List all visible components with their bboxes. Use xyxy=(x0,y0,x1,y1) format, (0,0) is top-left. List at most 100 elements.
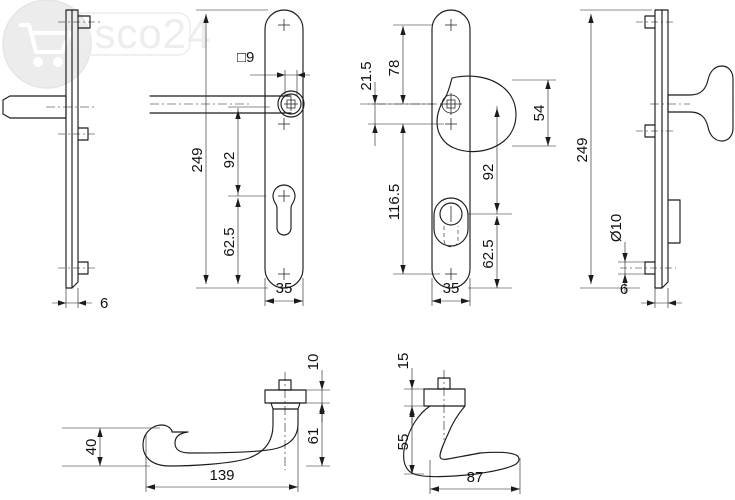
view-lever-backplate-front: □9 249 92 62.5 35 xyxy=(149,9,310,306)
arrow-35-mid-a xyxy=(432,298,441,304)
lever-rose-base xyxy=(264,389,307,404)
arrow-15-a xyxy=(409,380,415,389)
dim-label-249-left: 249 xyxy=(189,147,206,172)
lever-arm-lower-profile xyxy=(142,408,274,467)
dim-label-62-5-mid: 62.5 xyxy=(480,239,497,268)
dim-label-35-left: 35 xyxy=(276,280,293,297)
knob-profile-side xyxy=(667,65,734,142)
arrow-35-b xyxy=(294,298,303,304)
arrow-40-top xyxy=(97,428,103,437)
arrow-87-a xyxy=(430,486,439,492)
arrow-54-bottom xyxy=(545,137,551,146)
spindle-hub xyxy=(277,90,305,118)
knob-spindle-hub xyxy=(440,93,462,115)
dim-label-92-mid: 92 xyxy=(480,164,497,181)
arrow-249r-top xyxy=(588,14,594,23)
knob-body-inner-profile xyxy=(439,405,481,460)
dim-label-dia10: Ø10 xyxy=(608,214,625,242)
view-lever-side-profile: 6 xyxy=(2,9,108,312)
knob-backplate-side-body xyxy=(654,9,669,289)
view-lever-handle-profile: 10 61 40 139 xyxy=(62,354,330,492)
dim-label-78: 78 xyxy=(386,60,403,77)
knob-screw-cross-marks xyxy=(445,19,457,280)
arrow-62-5-top xyxy=(235,198,241,207)
dim-label-116-5: 116.5 xyxy=(386,184,403,220)
cylinder-protrusion xyxy=(667,199,681,244)
arrow-62-5-mid-bottom xyxy=(494,279,500,288)
knob-backplate-outline xyxy=(431,9,471,289)
arrow-92-top xyxy=(235,110,241,119)
lever-arm-side xyxy=(2,95,67,119)
arrow-62-5-bottom xyxy=(235,275,241,284)
dim-label-54: 54 xyxy=(531,105,548,122)
arrow-sq9-a xyxy=(277,72,285,78)
arrow-21-5-b xyxy=(372,124,378,133)
dim-label-62-5-left: 62.5 xyxy=(221,227,238,256)
cylinder-rosette xyxy=(433,197,469,248)
watermark-plate xyxy=(67,12,191,56)
knob-shape xyxy=(436,75,517,153)
knob-screw-boss-mid xyxy=(644,124,656,138)
arrow-87-b xyxy=(511,486,520,492)
knob-body-outer-profile xyxy=(403,405,520,478)
arrow-139-b xyxy=(289,484,298,490)
arrow-55-top xyxy=(409,408,415,417)
watermark-text: esco24 xyxy=(70,10,211,57)
arrow-40-bottom xyxy=(97,457,103,466)
dim-label-10-lever: 10 xyxy=(305,354,322,371)
arrow-6-left-a xyxy=(58,300,66,306)
watermark-circle-ring xyxy=(2,0,92,89)
arrow-61-top xyxy=(319,405,325,414)
arrow-10-a xyxy=(319,381,325,390)
dim-label-15-knob: 15 xyxy=(395,353,412,370)
backplate-side-body xyxy=(65,9,79,289)
arrow-249-bottom xyxy=(203,275,209,284)
arrow-dia10-a xyxy=(622,253,628,262)
arrow-dia10-b xyxy=(622,274,628,283)
arrow-92-mid-bottom xyxy=(494,203,500,212)
dim-label-139-lever: 139 xyxy=(209,467,234,484)
arrow-55-bottom xyxy=(409,465,415,474)
dim-label-6-right: 6 xyxy=(620,281,628,298)
dim-label-87-knob: 87 xyxy=(467,469,484,486)
arrow-116-5-top xyxy=(400,124,406,133)
view-knob-side-profile: 249 Ø10 6 xyxy=(574,9,734,308)
arrow-6r-b xyxy=(668,300,676,306)
dim-label-sq9: □9 xyxy=(237,49,254,66)
arrow-62-5-mid-top xyxy=(494,216,500,225)
dim-label-40-lever: 40 xyxy=(83,439,100,456)
arrow-249r-bottom xyxy=(588,275,594,284)
arrow-35-a xyxy=(265,298,274,304)
arrow-35-mid-b xyxy=(461,298,470,304)
dim-label-55-knob: 55 xyxy=(395,434,412,451)
dim-label-21-5: 21.5 xyxy=(358,61,375,90)
arrow-78-bottom xyxy=(400,95,406,104)
watermark-group: esco24 xyxy=(2,0,211,89)
knob-spindle-stub xyxy=(437,377,451,390)
euro-cylinder-keyhole xyxy=(272,184,296,236)
dim-label-6-left: 6 xyxy=(100,295,108,312)
arrow-78-top xyxy=(400,26,406,35)
dim-label-35-mid: 35 xyxy=(443,280,460,297)
screw-cross-marks xyxy=(278,19,290,280)
arrow-92-mid-top xyxy=(494,108,500,117)
lever-spindle-stub xyxy=(278,379,292,391)
arrow-92-bottom xyxy=(235,185,241,194)
view-knob-handle-profile: 15 55 87 xyxy=(395,353,521,494)
backplate-front-outline xyxy=(264,9,304,289)
shopping-cart-icon xyxy=(18,22,73,67)
dim-label-92-left: 92 xyxy=(221,152,238,169)
lever-arm-upper-profile xyxy=(171,408,299,454)
arrow-54-top xyxy=(545,80,551,89)
dim-label-61-lever: 61 xyxy=(305,428,322,445)
knob-rose-base xyxy=(423,388,466,407)
arrow-116-5-bottom xyxy=(400,265,406,274)
arrow-139-a xyxy=(146,484,155,490)
arrow-6r-a xyxy=(647,300,655,306)
lever-rose-step xyxy=(270,402,301,410)
dim-label-249-right: 249 xyxy=(574,137,591,162)
knob-screw-boss-top xyxy=(644,15,656,29)
arrow-249-top xyxy=(203,14,209,23)
